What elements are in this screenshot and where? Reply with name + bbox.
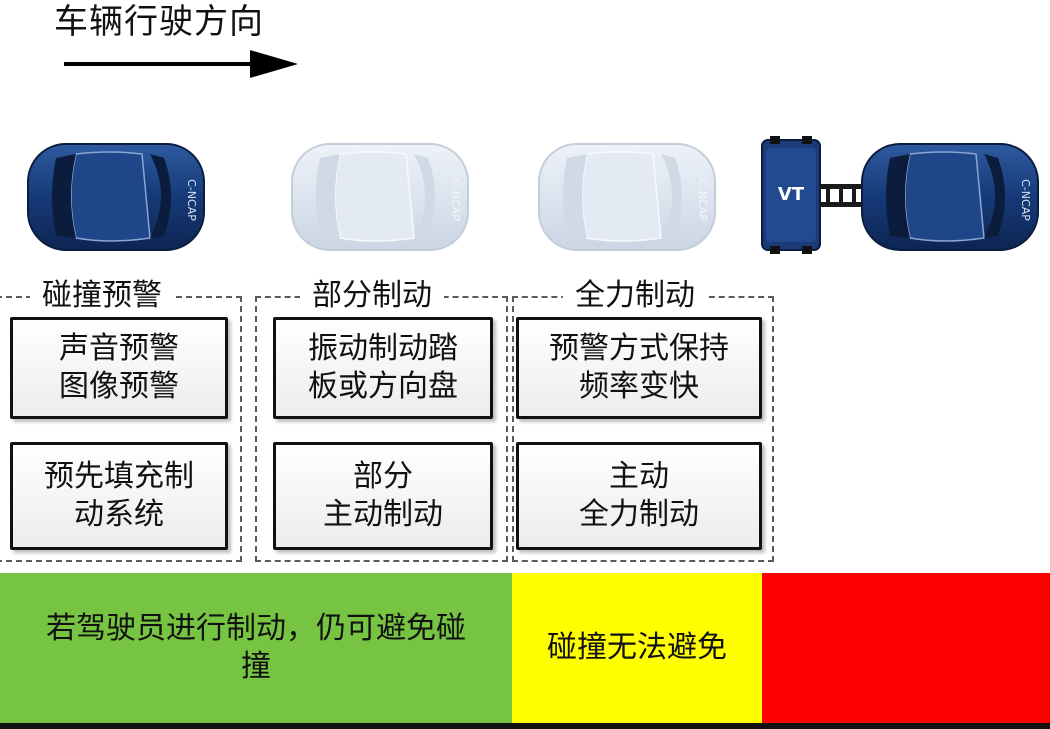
stage-title: 部分制动 xyxy=(300,270,444,314)
box-line: 预警方式保持 xyxy=(549,331,729,366)
car-label: C-NCAP xyxy=(449,179,462,221)
target-vehicle-icon: VT C-NCAP xyxy=(761,136,1039,254)
collision-zone-band xyxy=(762,573,1050,723)
box-line: 声音预警 xyxy=(59,331,179,366)
subject-car-icon: C-NCAP xyxy=(27,143,205,251)
bottom-divider xyxy=(0,723,1050,729)
box-line: 板或方向盘 xyxy=(308,369,458,404)
box-line: 部分 xyxy=(353,459,413,494)
stage-box: 主动 全力制动 xyxy=(516,442,762,550)
stage-box: 声音预警 图像预警 xyxy=(10,317,228,419)
direction-arrow-icon xyxy=(64,50,298,78)
box-line: 全力制动 xyxy=(579,497,699,532)
stage-title: 碰撞预警 xyxy=(30,270,174,314)
stage-box: 部分 主动制动 xyxy=(273,442,493,550)
car-label: C-NCAP xyxy=(185,179,198,221)
ghost-car-icon: C-NCAP xyxy=(538,143,716,251)
vt-label: VT xyxy=(778,184,805,205)
avoidable-zone-band: 若驾驶员进行制动，仍可避免碰 撞 xyxy=(0,573,512,723)
band-text: 碰撞无法避免 xyxy=(547,630,727,665)
car-label: C-NCAP xyxy=(696,179,709,221)
band-text: 撞 xyxy=(241,649,271,684)
band-text: 若驾驶员进行制动，仍可避免碰 xyxy=(46,611,466,646)
box-line: 图像预警 xyxy=(59,369,179,404)
stage-box: 预先填充制 动系统 xyxy=(10,442,228,550)
stage-box: 振动制动踏 板或方向盘 xyxy=(273,317,493,419)
stage-box: 预警方式保持 频率变快 xyxy=(516,317,762,419)
box-line: 预先填充制 xyxy=(44,459,194,494)
box-line: 频率变快 xyxy=(579,369,699,404)
unavoidable-zone-band: 碰撞无法避免 xyxy=(512,573,762,723)
direction-title: 车辆行驶方向 xyxy=(54,2,264,42)
box-line: 主动 xyxy=(609,459,669,494)
car-label: C-NCAP xyxy=(1019,179,1032,221)
stage-title: 全力制动 xyxy=(563,270,707,314)
ghost-car-icon: C-NCAP xyxy=(291,143,469,251)
box-line: 主动制动 xyxy=(323,497,443,532)
box-line: 动系统 xyxy=(74,497,164,532)
box-line: 振动制动踏 xyxy=(308,331,458,366)
